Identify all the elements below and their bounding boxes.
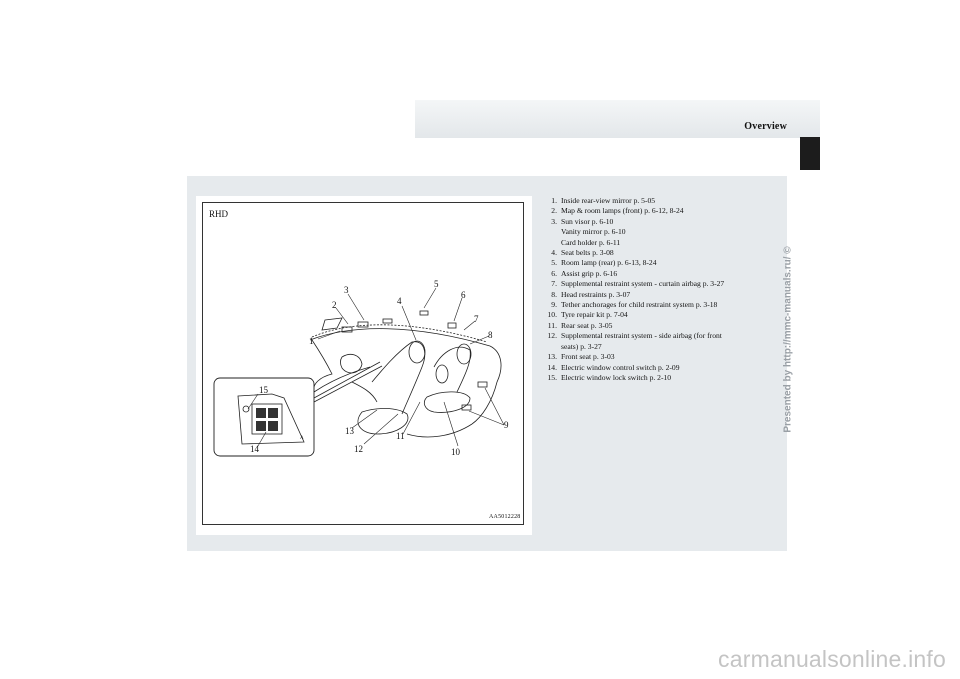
callout-7: 7 bbox=[474, 314, 479, 324]
legend-item-text: Tyre repair kit p. 7-04 bbox=[561, 310, 628, 320]
callout-11: 11 bbox=[396, 431, 405, 441]
window-switch-inset: A bbox=[213, 377, 315, 457]
legend-item-text: Head restraints p. 3-07 bbox=[561, 289, 631, 299]
legend-item: 6. Assist grip p. 6-16 bbox=[545, 269, 785, 279]
legend-item-number: 2. bbox=[551, 206, 557, 216]
section-title: Overview bbox=[744, 121, 787, 132]
chapter-tab-marker bbox=[800, 137, 820, 170]
header-band bbox=[415, 100, 820, 138]
callout-4: 4 bbox=[397, 296, 402, 306]
legend-item-number: 11. bbox=[547, 320, 557, 330]
legend-item-text: Sun visor p. 6-10 bbox=[561, 216, 614, 226]
legend-item-number: 12. bbox=[547, 331, 558, 341]
legend-item-text: Tether anchorages for child restraint sy… bbox=[561, 300, 718, 310]
legend-item-number: 4. bbox=[551, 248, 557, 258]
callout-1: 1 bbox=[309, 336, 314, 346]
legend-item: 11. Rear seat p. 3-05 bbox=[545, 321, 785, 331]
leader-lines bbox=[247, 287, 505, 447]
legend-item-continuation: Vanity mirror p. 6-10 bbox=[561, 227, 626, 237]
legend-item-text: Supplemental restraint system - curtain … bbox=[561, 279, 725, 289]
legend-item: 7. Supplemental restraint system - curtai… bbox=[545, 279, 785, 289]
callout-8: 8 bbox=[488, 330, 493, 340]
legend-item-number: 13. bbox=[547, 352, 558, 362]
legend-item-number: 6. bbox=[551, 268, 557, 278]
callout-14: 14 bbox=[250, 444, 260, 454]
vertical-watermark-text: Presented by http://mmc-manuals.ru/ © bbox=[782, 246, 794, 433]
figure-panel bbox=[196, 196, 532, 535]
callout-2: 2 bbox=[332, 300, 337, 310]
legend-item-text: Front seat p. 3-03 bbox=[561, 352, 615, 362]
legend-item-number: 3. bbox=[551, 216, 557, 226]
callout-9: 9 bbox=[504, 420, 509, 430]
legend-item-continuation: seats) p. 3-27 bbox=[561, 341, 602, 351]
legend-item-text: Seat belts p. 3-08 bbox=[561, 248, 614, 258]
legend-item: 10.Tyre repair kit p. 7-04 bbox=[545, 310, 785, 320]
legend-item: 4. Seat belts p. 3-08 bbox=[545, 248, 785, 258]
legend-item-text: Supplemental restraint system - side air… bbox=[561, 331, 722, 341]
legend-item-number: 9. bbox=[551, 300, 557, 310]
callout-3: 3 bbox=[344, 285, 349, 295]
legend-item-text: Electric window lock switch p. 2-10 bbox=[561, 372, 672, 382]
legend-item-text: Map & room lamps (front) p. 6-12, 8-24 bbox=[561, 206, 684, 216]
callout-12: 12 bbox=[354, 444, 363, 454]
legend-item: 3. Sun visor p. 6-10 bbox=[545, 217, 785, 227]
figure-variant-label: RHD bbox=[209, 209, 229, 219]
legend-item-text: Inside rear-view mirror p. 5-05 bbox=[561, 196, 656, 205]
legend-item-text: Assist grip p. 6-16 bbox=[561, 268, 618, 278]
legend-item-number: 8. bbox=[551, 289, 557, 299]
figure-frame bbox=[202, 202, 524, 525]
callout-5: 5 bbox=[434, 279, 439, 289]
svg-text:A: A bbox=[300, 436, 304, 441]
legend-item-text: Room lamp (rear) p. 6-13, 8-24 bbox=[561, 258, 657, 268]
interior-diagram: A 1 2 3 4 5 6 7 8 9 10 11 12 13 14 15 bbox=[213, 279, 509, 457]
legend-item: 15.Electric window lock switch p. 2-10 bbox=[545, 373, 785, 383]
legend-item-number: 14. bbox=[547, 362, 558, 372]
inset-pointer bbox=[313, 361, 383, 403]
component-legend: 1. Inside rear-view mirror p. 5-05 2. Map &… bbox=[545, 196, 785, 383]
footer-watermark: carmanualsonline.info bbox=[718, 646, 946, 672]
legend-item-number: 7. bbox=[551, 279, 557, 289]
legend-item: 12.Supplemental restraint system - side … bbox=[545, 331, 785, 341]
legend-item: 9. Tether anchorages for child restraint … bbox=[545, 300, 785, 310]
callout-numbers: 1 2 3 4 5 6 7 8 9 10 11 12 13 14 15 bbox=[250, 279, 509, 457]
legend-item-continuation: Card holder p. 6-11 bbox=[561, 237, 621, 247]
legend-item: 2. Map & room lamps (front) p. 6-12, 8-24 bbox=[545, 206, 785, 216]
legend-item: 1. Inside rear-view mirror p. 5-05 bbox=[545, 196, 785, 206]
legend-item-number: 5. bbox=[551, 258, 557, 268]
legend-item: 13.Front seat p. 3-03 bbox=[545, 352, 785, 362]
legend-item: 5. Room lamp (rear) p. 6-13, 8-24 bbox=[545, 258, 785, 268]
legend-item-number: 10. bbox=[547, 310, 558, 320]
legend-item-number: 15. bbox=[547, 372, 558, 382]
legend-item: 8. Head restraints p. 3-07 bbox=[545, 290, 785, 300]
legend-item-number: 1. bbox=[551, 196, 557, 205]
callout-10: 10 bbox=[451, 447, 461, 457]
legend-item-text: Electric window control switch p. 2-09 bbox=[561, 362, 680, 372]
callout-13: 13 bbox=[345, 426, 355, 436]
callout-15: 15 bbox=[259, 385, 269, 395]
callout-6: 6 bbox=[461, 290, 466, 300]
legend-item-text: Rear seat p. 3-05 bbox=[561, 320, 613, 330]
car-interior-drawing bbox=[309, 310, 502, 438]
figure-code: AA5012228 bbox=[489, 514, 521, 520]
legend-item: 14.Electric window control switch p. 2-0… bbox=[545, 363, 785, 373]
